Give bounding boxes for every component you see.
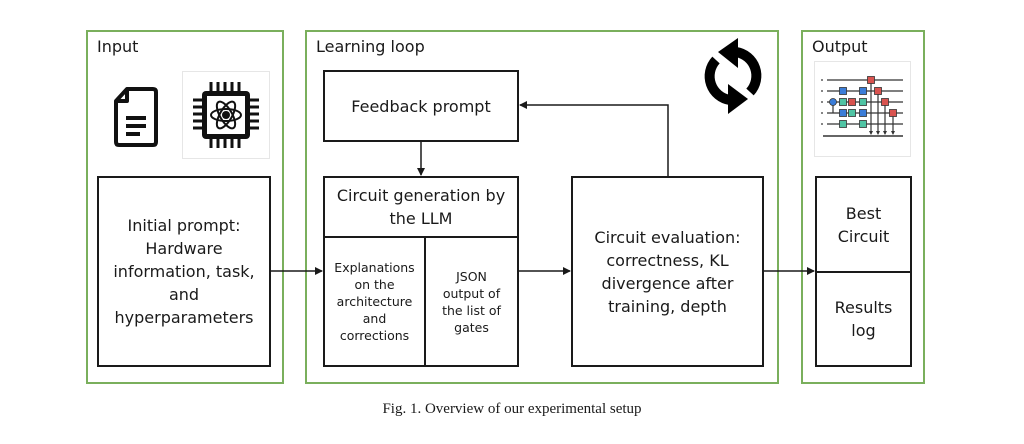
best-circuit-text: Best Circuit [837, 203, 890, 246]
gate [839, 87, 847, 95]
best-circuit-box: Best Circuit [815, 176, 912, 273]
circuit-generation-box: Circuit generation by the LLM [323, 176, 519, 238]
measure-arrow [876, 131, 880, 135]
gate [859, 109, 867, 117]
circuit-evaluation-text: Circuit evaluation: correctness, KL dive… [594, 227, 741, 316]
quantum-circuit-icon [814, 61, 911, 157]
circuit-generation-text: Circuit generation by the LLM [336, 186, 506, 228]
explanations-box: Explanations on the architecture and cor… [323, 236, 426, 367]
learning-loop-panel-title: Learning loop [316, 37, 425, 56]
json-output-box: JSON output of the list of gates [424, 236, 519, 367]
input-panel-title: Input [97, 37, 139, 56]
output-panel: Output [801, 30, 925, 384]
feedback-prompt-text: Feedback prompt [351, 96, 491, 116]
gate [839, 120, 847, 128]
feedback-prompt-box: Feedback prompt [323, 70, 519, 142]
gate [859, 120, 867, 128]
gate [867, 76, 875, 84]
gate [881, 98, 889, 106]
results-log-box: Results log [815, 271, 912, 367]
gate [848, 98, 856, 106]
gate [874, 87, 882, 95]
control-dot [829, 98, 837, 106]
figure-caption: Fig. 1. Overview of our experimental set… [382, 401, 642, 417]
measure-arrow [891, 131, 895, 135]
gate [889, 109, 897, 117]
document-icon [113, 86, 159, 148]
results-log-text: Results log [834, 298, 893, 340]
gate [848, 109, 856, 117]
quantum-chip-icon [182, 71, 270, 159]
explanations-text: Explanations on the architecture and cor… [334, 260, 415, 343]
measure-arrow [869, 131, 873, 135]
initial-prompt-box: Initial prompt: Hardware information, ta… [97, 176, 271, 367]
gate [839, 98, 847, 106]
measure-arrow [883, 131, 887, 135]
refresh-cycle-icon [700, 36, 766, 116]
gate [839, 109, 847, 117]
learning-loop-panel: Learning loop [305, 30, 779, 384]
initial-prompt-text: Initial prompt: Hardware information, ta… [113, 216, 255, 327]
output-panel-title: Output [812, 37, 868, 56]
circuit-evaluation-box: Circuit evaluation: correctness, KL dive… [571, 176, 764, 367]
gate [859, 87, 867, 95]
input-panel: Input [86, 30, 284, 384]
json-output-text: JSON output of the list of gates [442, 268, 501, 335]
gate [859, 98, 867, 106]
